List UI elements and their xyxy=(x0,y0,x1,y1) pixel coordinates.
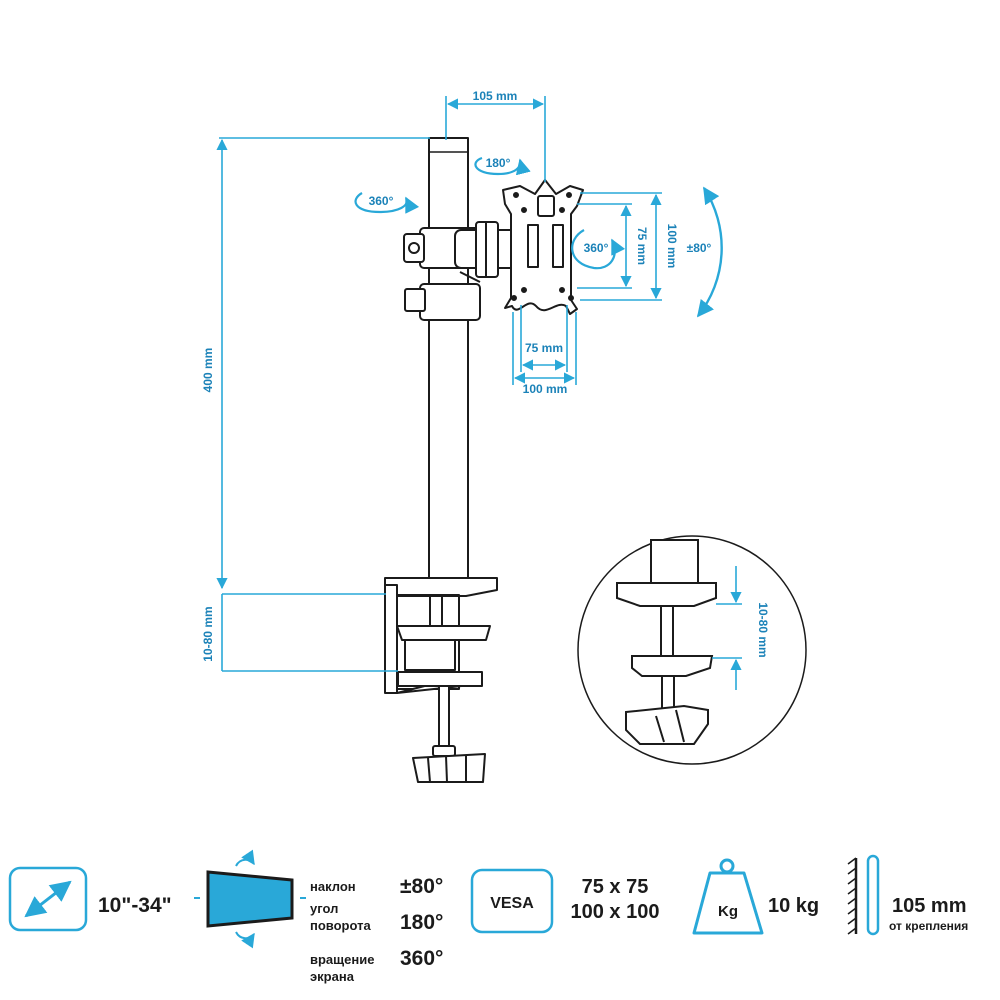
dimension-labels: 105 mm 180° 360° 400 mm 10-80 mm 360° 75… xyxy=(201,89,712,662)
spec-strip: 10"-34" наклон угол поворота вращение эк… xyxy=(8,849,968,984)
weight-badge: Kg xyxy=(718,903,738,920)
swivel-value: 180° xyxy=(400,911,443,934)
tilt-screen-icon xyxy=(194,849,306,949)
distance-value: 105 mm xyxy=(892,895,967,917)
arm-bracket xyxy=(403,221,518,321)
vesa-plate xyxy=(502,179,584,315)
diagonal-arrow-icon xyxy=(8,866,88,932)
dim-clamp: 10-80 mm xyxy=(201,606,215,661)
clamp-detail-inset: 10-80 mm xyxy=(577,535,807,765)
swivel-label-2: поворота xyxy=(310,918,371,933)
tilt-label: наклон xyxy=(310,879,356,894)
screen-size-value: 10"-34" xyxy=(98,894,172,917)
mount-drawing xyxy=(384,137,584,783)
dim-vesa-w-small: 75 mm xyxy=(525,341,563,355)
wall-distance-icon xyxy=(847,854,880,936)
swivel-label-1: угол xyxy=(310,901,338,916)
rotation-label-2: экрана xyxy=(310,969,355,984)
dim-vesa-w-large: 100 mm xyxy=(523,382,568,396)
dim-top-offset: 105 mm xyxy=(473,89,518,103)
dimension-lines xyxy=(216,96,723,672)
dim-height: 400 mm xyxy=(201,348,215,393)
dim-rotate-plate: 360° xyxy=(584,241,609,255)
vesa-badge: VESA xyxy=(490,895,534,912)
desk-clamp xyxy=(384,577,498,694)
weight-icon: Kg xyxy=(692,858,764,935)
pole xyxy=(428,137,469,587)
inset-clamp-label: 10-80 mm xyxy=(756,602,770,657)
distance-label: от крепления xyxy=(889,919,968,933)
dim-vesa-h-small: 75 mm xyxy=(635,227,649,265)
clamp-screw xyxy=(412,685,486,783)
weight-value: 10 kg xyxy=(768,895,819,917)
tilt-swivel-specs: наклон угол поворота вращение экрана ±80… xyxy=(310,875,443,984)
dim-tilt: ±80° xyxy=(687,241,712,255)
vesa-line-2: 100 x 100 xyxy=(571,901,660,923)
vesa-icon: VESA xyxy=(470,868,554,934)
rotation-value: 360° xyxy=(400,947,443,970)
vesa-line-1: 75 x 75 xyxy=(582,876,649,898)
dim-rotate-pole: 360° xyxy=(369,194,394,208)
dim-swivel: 180° xyxy=(486,156,511,170)
dim-vesa-h-large: 100 mm xyxy=(665,224,679,269)
tilt-value: ±80° xyxy=(400,875,443,898)
rotation-label-1: вращение xyxy=(310,952,374,967)
